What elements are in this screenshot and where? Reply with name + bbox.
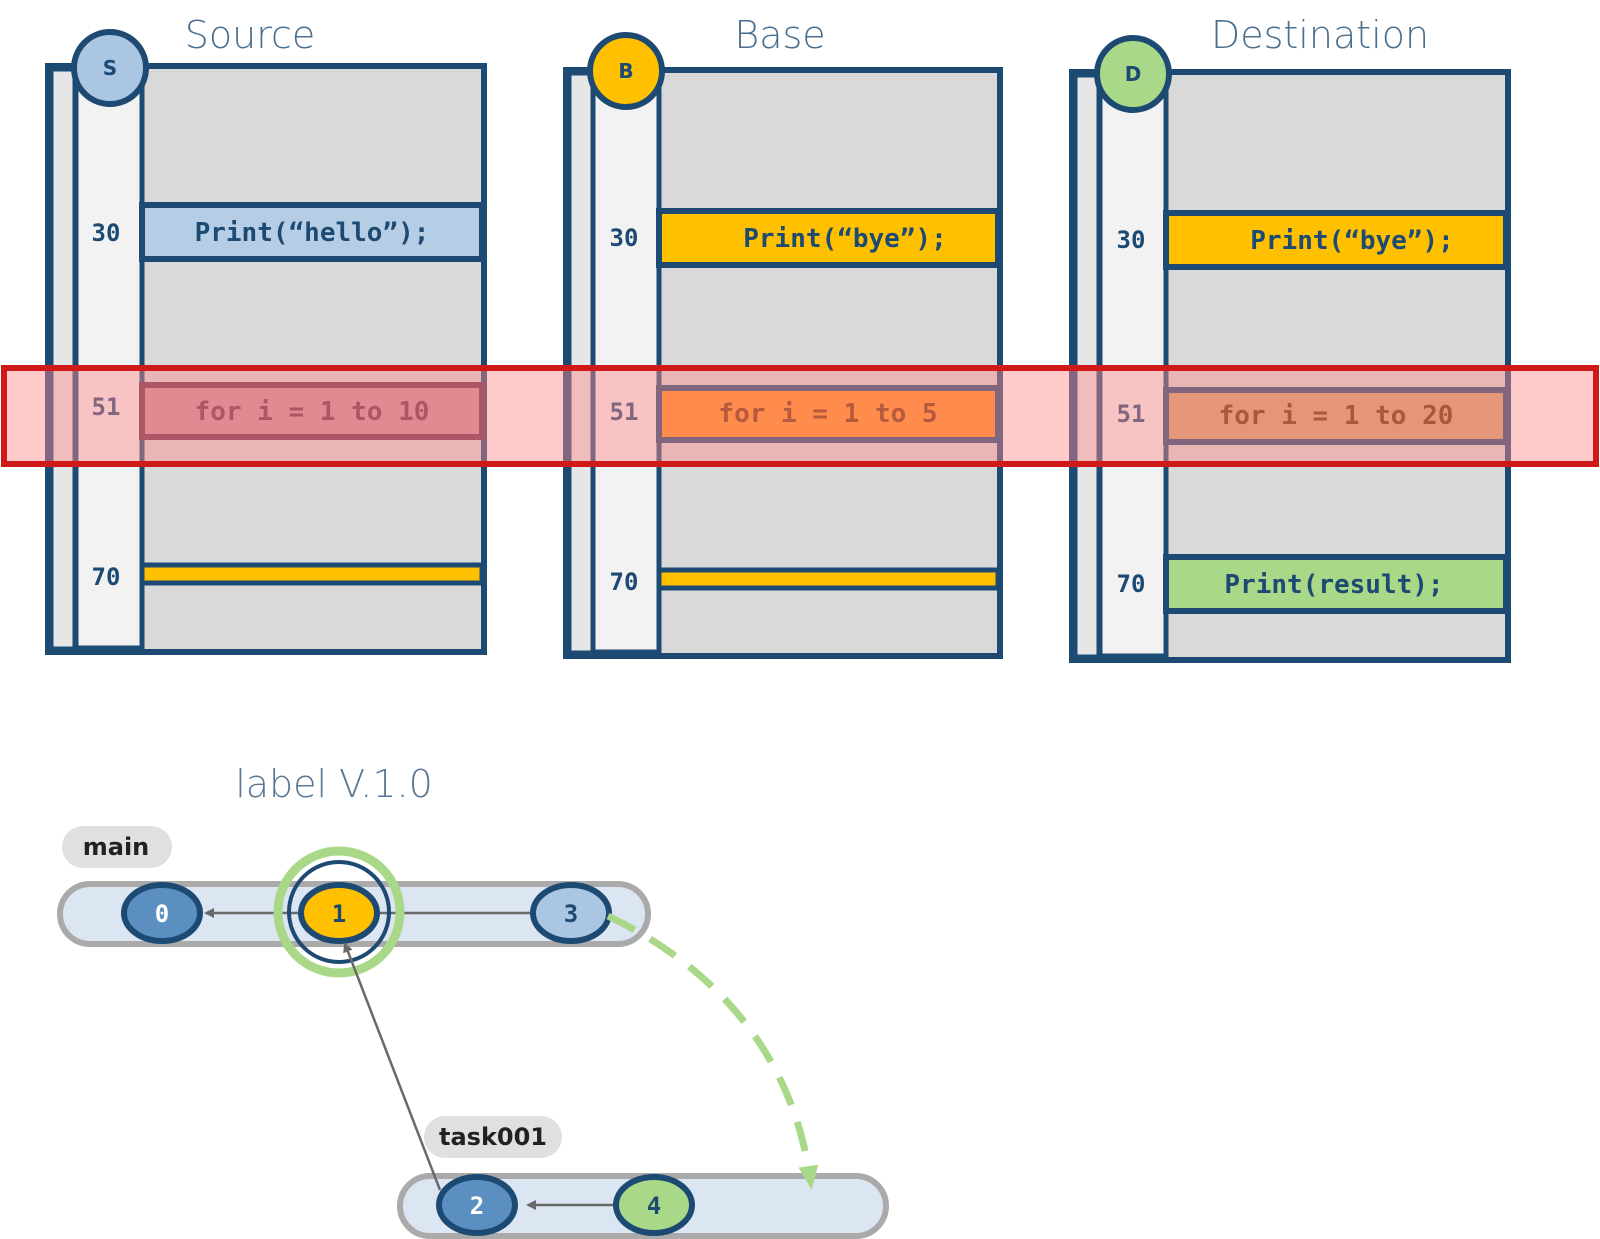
destination-badge [1094,35,1172,113]
panel-title: Base [734,13,825,57]
code-text: for i = 1 to 5 [718,399,937,429]
conflict-highlight [1,365,1599,467]
badge-letter: S [103,56,117,80]
merge-arrow [606,912,819,1190]
code-line-70 [656,567,1001,591]
line-number: 30 [610,224,639,252]
code-text: for i = 1 to 10 [195,397,430,427]
branch-tag-main [62,826,172,868]
node-id: 2 [470,1192,484,1220]
line-number: 30 [1117,226,1146,254]
code-line-51 [139,382,485,440]
source-badge [71,29,149,107]
node-id: 0 [155,900,169,928]
branch-tag-task001 [424,1116,562,1158]
gutter [590,71,662,655]
line-number: 51 [1117,400,1146,428]
label-title: label V.1.0 [235,762,433,806]
code-line-70 [1163,554,1509,614]
badge-letter: D [1125,62,1142,86]
branch-name: main [83,833,150,861]
node-id: 1 [332,900,346,928]
node-id: 4 [647,1192,661,1220]
code-text: Print(“hello”); [195,218,430,248]
code-text: for i = 1 to 20 [1219,401,1454,431]
line-number: 70 [1117,570,1146,598]
line-number: 51 [92,393,121,421]
code-text: Print(“bye”); [743,224,947,254]
code-line-51 [656,385,1001,443]
node-id: 3 [564,900,578,928]
panel-title: Source [185,13,316,57]
branch-name: task001 [439,1123,547,1151]
changeset-node[interactable] [530,882,612,944]
panel-source: Source 30 Print(“hello”); 51 for i = 1 t… [45,13,487,655]
panel-left-strip [50,68,76,650]
panel-base: Base 30 Print(“bye”); 51 for i = 1 to 5 … [563,13,1003,659]
code-text: Print(“bye”); [1250,226,1454,256]
badge-letter: B [618,59,633,83]
gutter [73,67,145,651]
label-ring-inner [287,860,391,964]
base-badge [587,32,665,110]
panel-destination: Destination 30 Print(“bye”); 51 for i = … [1069,13,1511,663]
line-number: 51 [610,398,639,426]
panel-left-strip [568,72,594,654]
line-number: 70 [610,568,639,596]
changeset-node[interactable] [613,1174,695,1236]
line-number: 30 [92,219,121,247]
label-ring [273,846,405,978]
code-line-70 [139,562,485,586]
code-line-30 [1163,210,1509,270]
changeset-node[interactable] [298,882,380,944]
code-line-51 [1163,387,1509,445]
code-line-30 [139,202,485,262]
changeset-node[interactable] [121,882,203,944]
line-number: 70 [92,563,121,591]
panel-title: Destination [1211,13,1429,57]
branch-graph: label V.1.0 main 0 1 3 task001 2 4 [57,762,889,1239]
code-line-30 [656,208,1001,268]
edge-2-to-1 [343,942,442,1191]
changeset-node[interactable] [436,1174,518,1236]
code-text: Print(result); [1224,570,1443,600]
